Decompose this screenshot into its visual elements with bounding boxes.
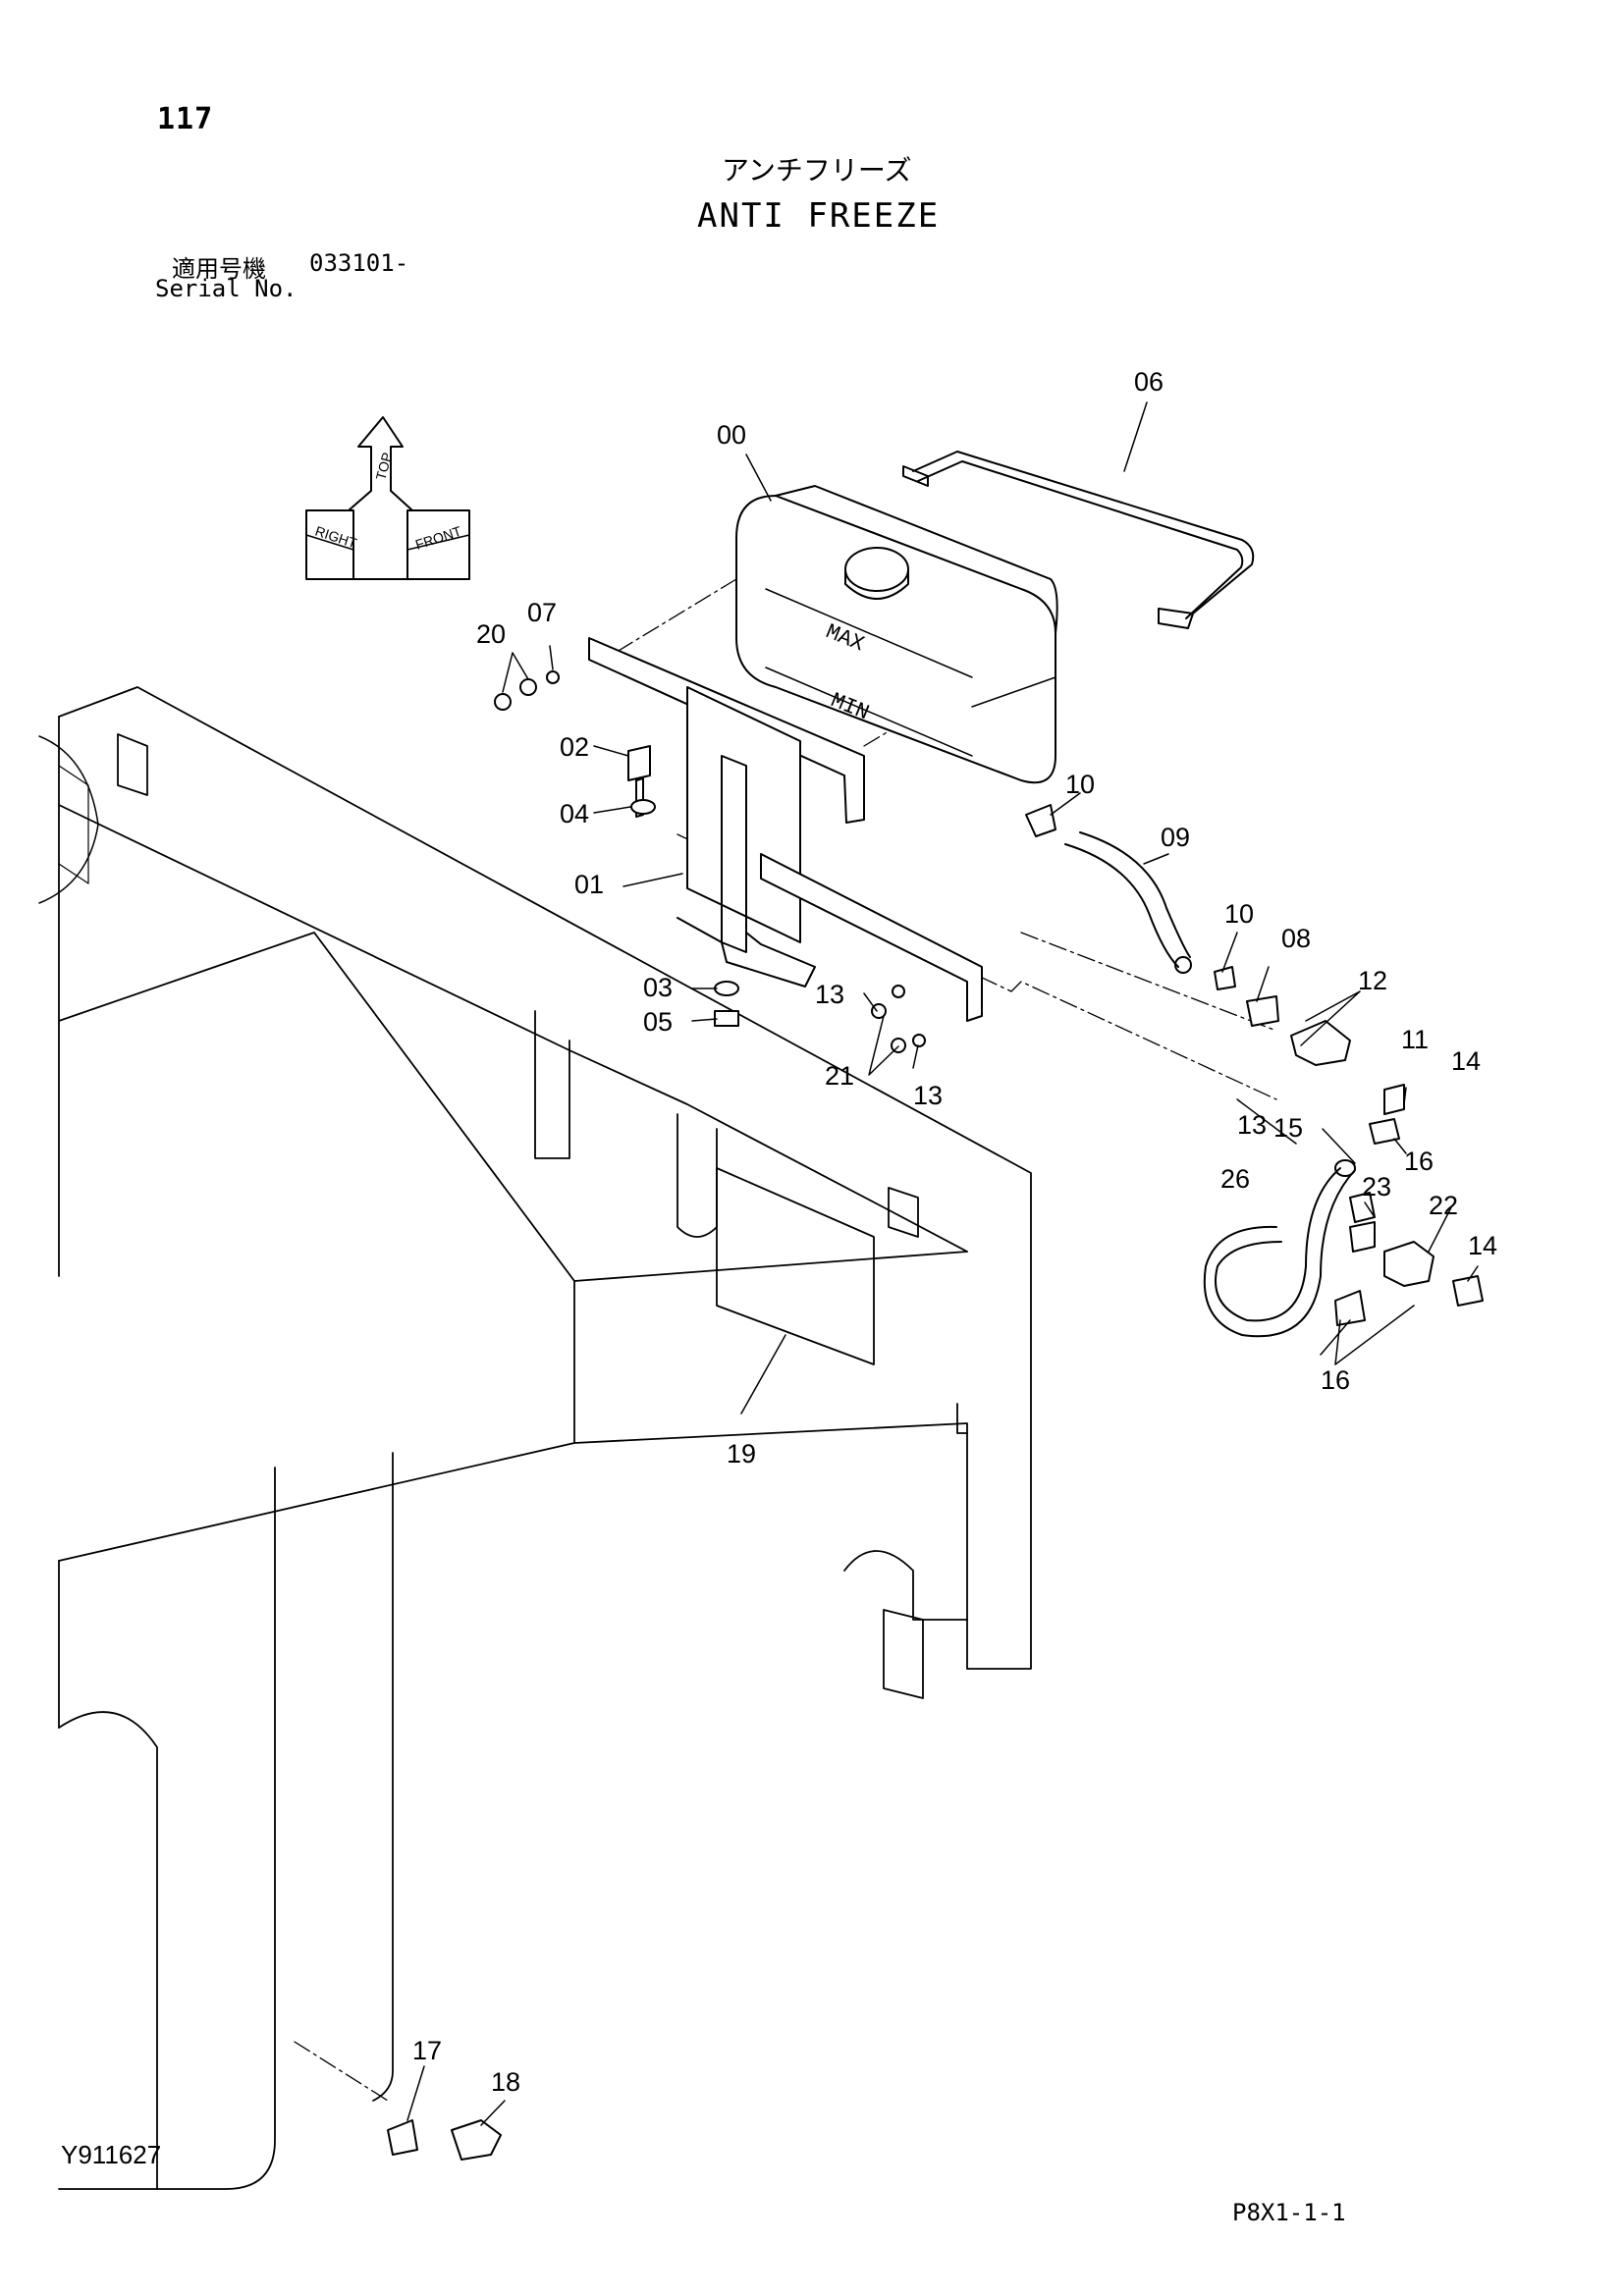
fittings	[387, 804, 1484, 2161]
callout-20: 20	[476, 619, 506, 649]
callout-13-c: 13	[1237, 1110, 1267, 1140]
overflow-pipe	[902, 451, 1255, 629]
hose-26	[1203, 1159, 1356, 1338]
callout-00: 00	[717, 420, 746, 450]
hardware	[494, 670, 926, 1053]
callout-10-mid: 10	[1224, 899, 1254, 929]
page-title: ANTI FREEZE	[697, 196, 941, 236]
callout-06: 06	[1134, 367, 1164, 397]
callout-03: 03	[643, 973, 673, 1002]
callout-16-top: 16	[1404, 1147, 1434, 1176]
callout-05: 05	[643, 1007, 673, 1037]
tank-bracket	[588, 637, 983, 1022]
callout-10-top: 10	[1065, 770, 1095, 799]
callout-15: 15	[1273, 1113, 1303, 1143]
callout-numbers: 00 06 20 07 02 04 01 10 09 10 08 12 11 1…	[412, 367, 1497, 2097]
callout-21: 21	[825, 1061, 854, 1091]
serial-label-japanese: 適用号機	[172, 255, 266, 283]
callout-16-bottom: 16	[1321, 1365, 1350, 1395]
orientation-indicator: TOP RIGHT FRONT	[305, 416, 470, 580]
callout-26: 26	[1220, 1164, 1250, 1194]
callout-13-b: 13	[913, 1081, 943, 1110]
callout-17: 17	[412, 2036, 442, 2065]
title-japanese: アンチフリーズ	[722, 154, 912, 187]
serial-label: Serial No.	[155, 275, 298, 302]
callout-13-a: 13	[815, 980, 844, 1009]
orientation-top-label: TOP	[372, 451, 395, 482]
callout-18: 18	[491, 2067, 520, 2097]
callout-07: 07	[527, 598, 557, 627]
page-number: 117	[157, 102, 214, 136]
drawing-id: Y911627	[61, 2140, 162, 2169]
callout-01: 01	[574, 870, 604, 899]
serial-value: 033101-	[309, 249, 409, 277]
machine-frame	[38, 686, 1032, 2190]
callout-04: 04	[560, 799, 589, 828]
callout-12: 12	[1358, 966, 1387, 995]
page-code: P8X1-1-1	[1232, 2199, 1346, 2226]
callout-11: 11	[1401, 1025, 1429, 1054]
callout-09: 09	[1161, 823, 1190, 852]
callout-14-top: 14	[1451, 1046, 1481, 1076]
callout-02: 02	[560, 732, 589, 762]
callout-23: 23	[1362, 1172, 1391, 1201]
hose-09	[1064, 831, 1192, 974]
callout-leaders	[406, 401, 1479, 2126]
callout-19: 19	[727, 1439, 756, 1468]
callout-22: 22	[1429, 1191, 1458, 1220]
callout-08: 08	[1281, 924, 1311, 953]
callout-14-bottom: 14	[1468, 1231, 1497, 1260]
coolant-tank: MAX MIN	[735, 485, 1058, 784]
